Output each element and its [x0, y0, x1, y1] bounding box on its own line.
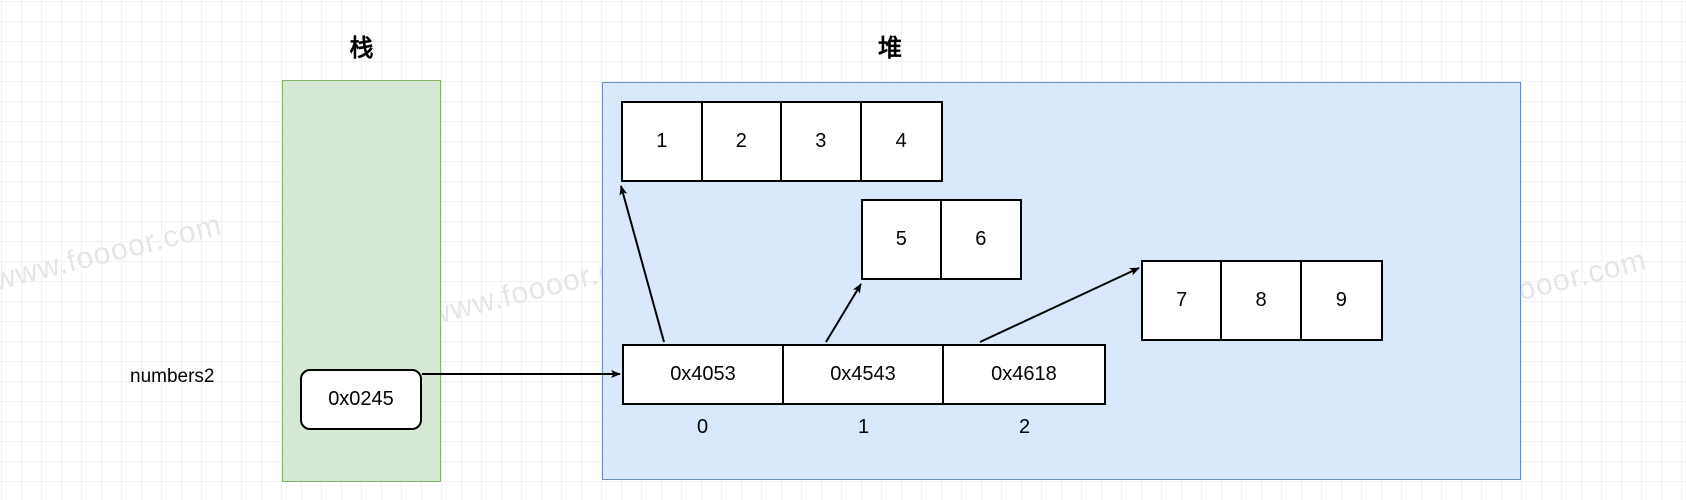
array-cell: 6 [941, 201, 1020, 278]
heap-pointer-array: 0x4053 0x4543 0x4618 [622, 344, 1106, 405]
pointer-array-index-row: 0 1 2 [622, 412, 1106, 442]
stack-pointer-box[interactable]: 0x0245 [300, 369, 422, 430]
pointer-array-cell-2: 0x4618 [944, 346, 1104, 403]
heap-subarray-row-2: 7 8 9 [1141, 260, 1383, 341]
pointer-array-cell-0: 0x4053 [624, 346, 784, 403]
index-label-1: 1 [857, 415, 870, 438]
array-cell: 4 [861, 103, 941, 180]
index-label-0: 0 [696, 415, 709, 438]
array-cell: 9 [1301, 262, 1382, 339]
heap-subarray-row-0: 1 2 3 4 [621, 101, 943, 182]
array-cell: 2 [702, 103, 782, 180]
array-cell: 5 [863, 201, 942, 278]
heap-subarray-row-1: 5 6 [861, 199, 1022, 280]
array-cell: 1 [623, 103, 703, 180]
heap-region-label: 堆 [878, 35, 902, 62]
index-label-2: 2 [1018, 415, 1031, 438]
stack-region-label: 栈 [349, 35, 374, 62]
variable-name-label: numbers2 [130, 366, 215, 387]
array-cell: 7 [1143, 262, 1223, 339]
watermark: www.foooor.com [0, 208, 226, 298]
array-cell: 3 [782, 103, 862, 180]
pointer-array-cell-1: 0x4543 [784, 346, 944, 403]
array-cell: 8 [1222, 262, 1302, 339]
